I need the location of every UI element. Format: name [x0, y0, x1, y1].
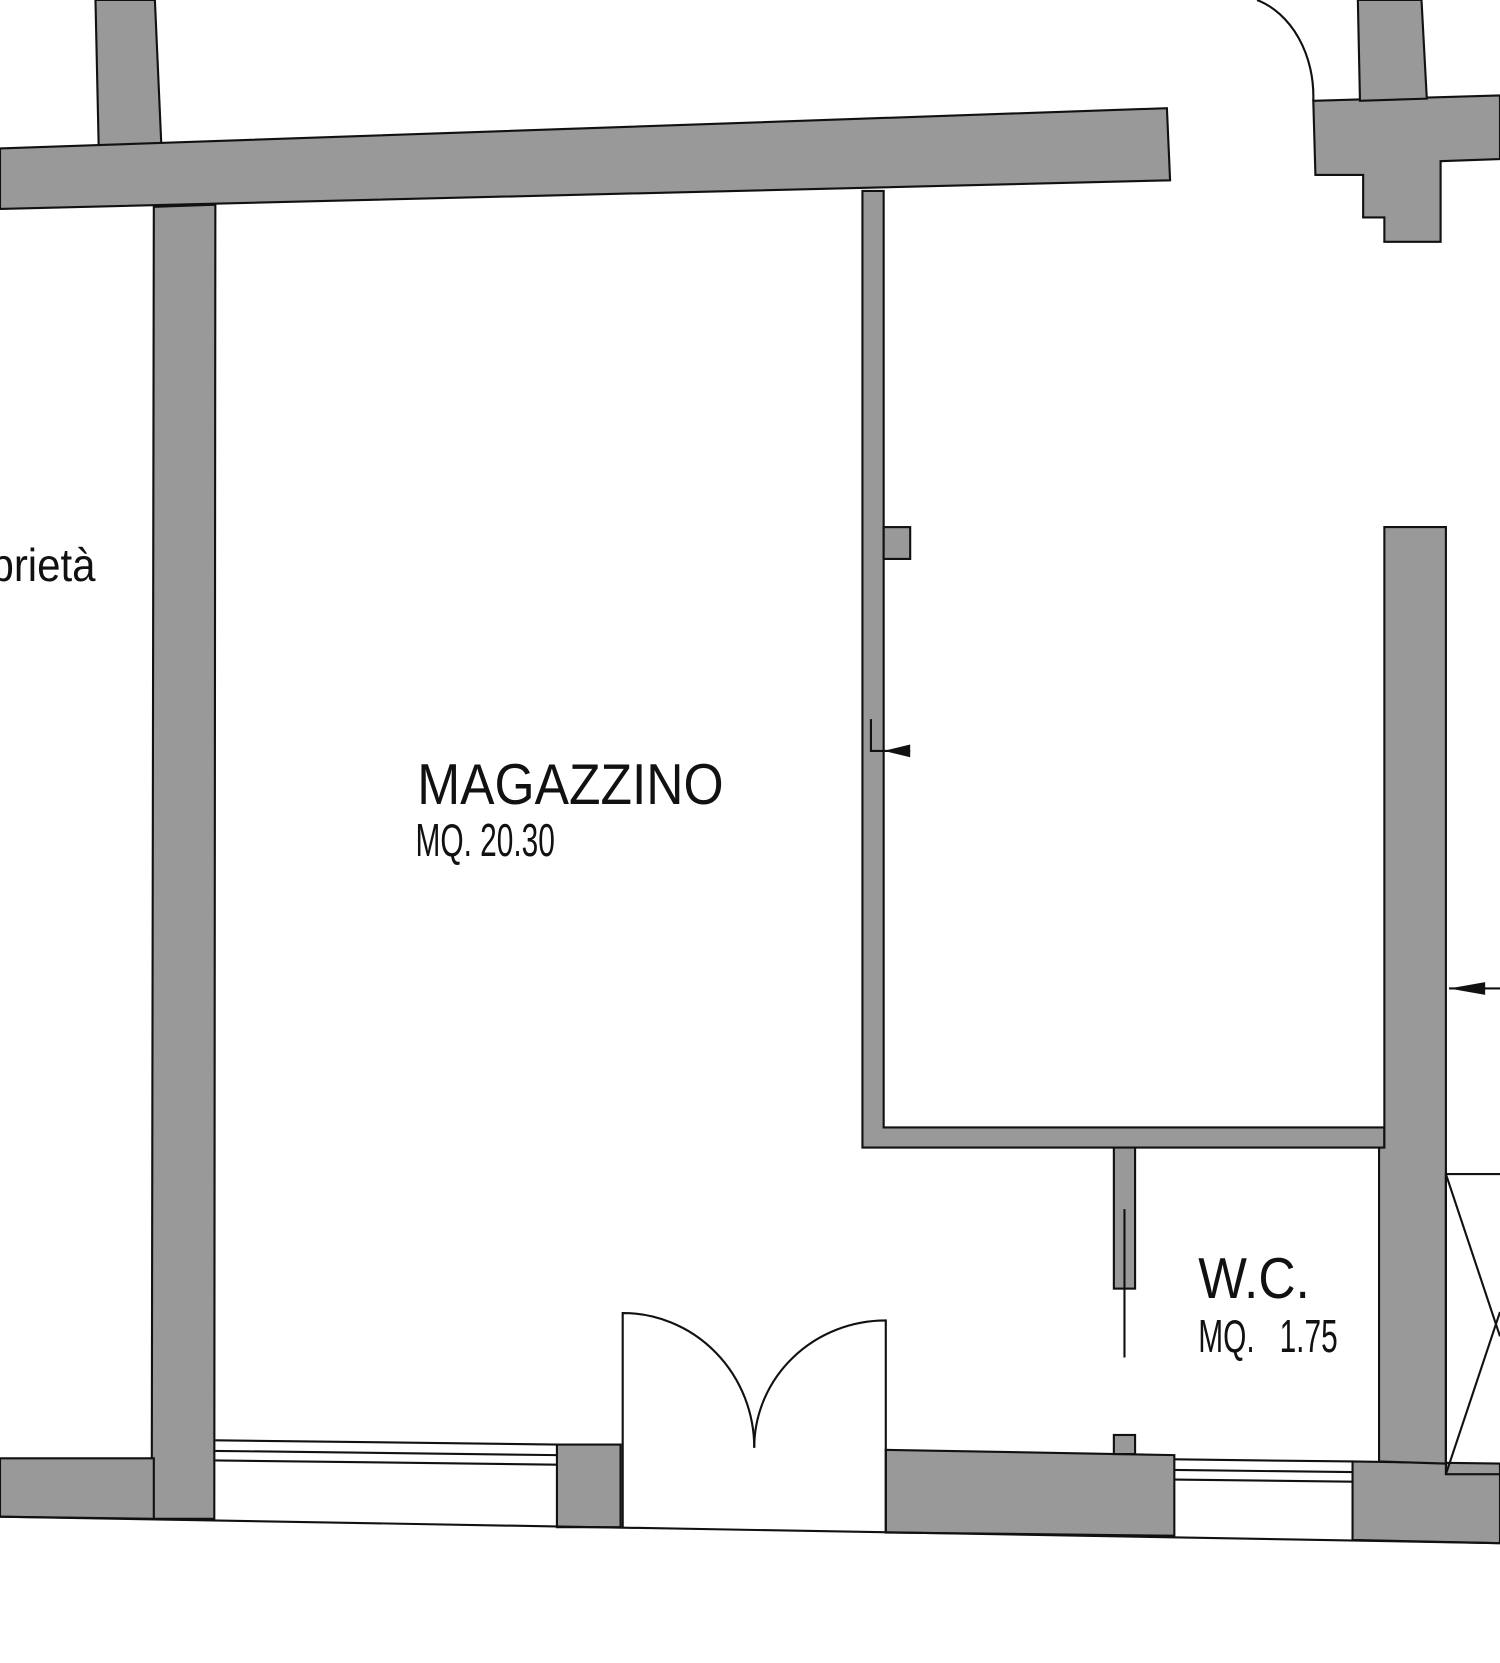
window-wc-line-2 — [1174, 1468, 1353, 1474]
wc-jamb — [1112, 1433, 1137, 1456]
right-wall — [1378, 526, 1447, 1465]
top-wall — [0, 107, 1172, 210]
top-right-stub-wall — [1356, 0, 1428, 102]
window-left-line-2 — [215, 1449, 557, 1457]
room-area-magazzino: MQ. 20.30 — [416, 815, 555, 866]
section-arrow-right-icon — [1449, 982, 1486, 995]
room-name-magazzino: MAGAZZINO — [417, 752, 723, 816]
section-arrow-left-icon — [883, 744, 911, 758]
window-wc-line-3 — [1174, 1478, 1353, 1483]
bottom-outline — [0, 1515, 1500, 1545]
partition-notch — [882, 526, 912, 560]
bottom-wall-right — [1351, 1460, 1500, 1545]
top-left-stub-wall — [94, 0, 163, 147]
window-left-line-1 — [215, 1439, 557, 1446]
top-right-door-arc — [1256, 0, 1315, 101]
double-door-left-leaf — [621, 1311, 756, 1528]
shaft-cross-1 — [1444, 1173, 1500, 1337]
room-name-wc: W.C. — [1198, 1247, 1310, 1311]
partial-room-label: prietà — [0, 540, 96, 592]
left-wall — [150, 203, 217, 1520]
walls — [0, 0, 1500, 1545]
double-door-right-leaf — [753, 1319, 887, 1533]
shaft-box — [1444, 1173, 1500, 1476]
room-area-wc: MQ. 1.75 — [1198, 1312, 1337, 1363]
window-left-line-3 — [215, 1459, 557, 1466]
bottom-wall-pier — [555, 1443, 622, 1529]
bottom-wall-middle — [884, 1448, 1176, 1537]
window-wc-line-1 — [1174, 1458, 1353, 1463]
partition-vertical — [861, 189, 1386, 1149]
top-right-wall — [1312, 94, 1500, 243]
labels: prietà MAGAZZINO MQ. 20.30 W.C. MQ. 1.75 — [0, 540, 1338, 1363]
bottom-left-wall — [0, 1457, 155, 1520]
openings — [0, 0, 1500, 1545]
shaft-cross-2 — [1444, 1311, 1500, 1475]
